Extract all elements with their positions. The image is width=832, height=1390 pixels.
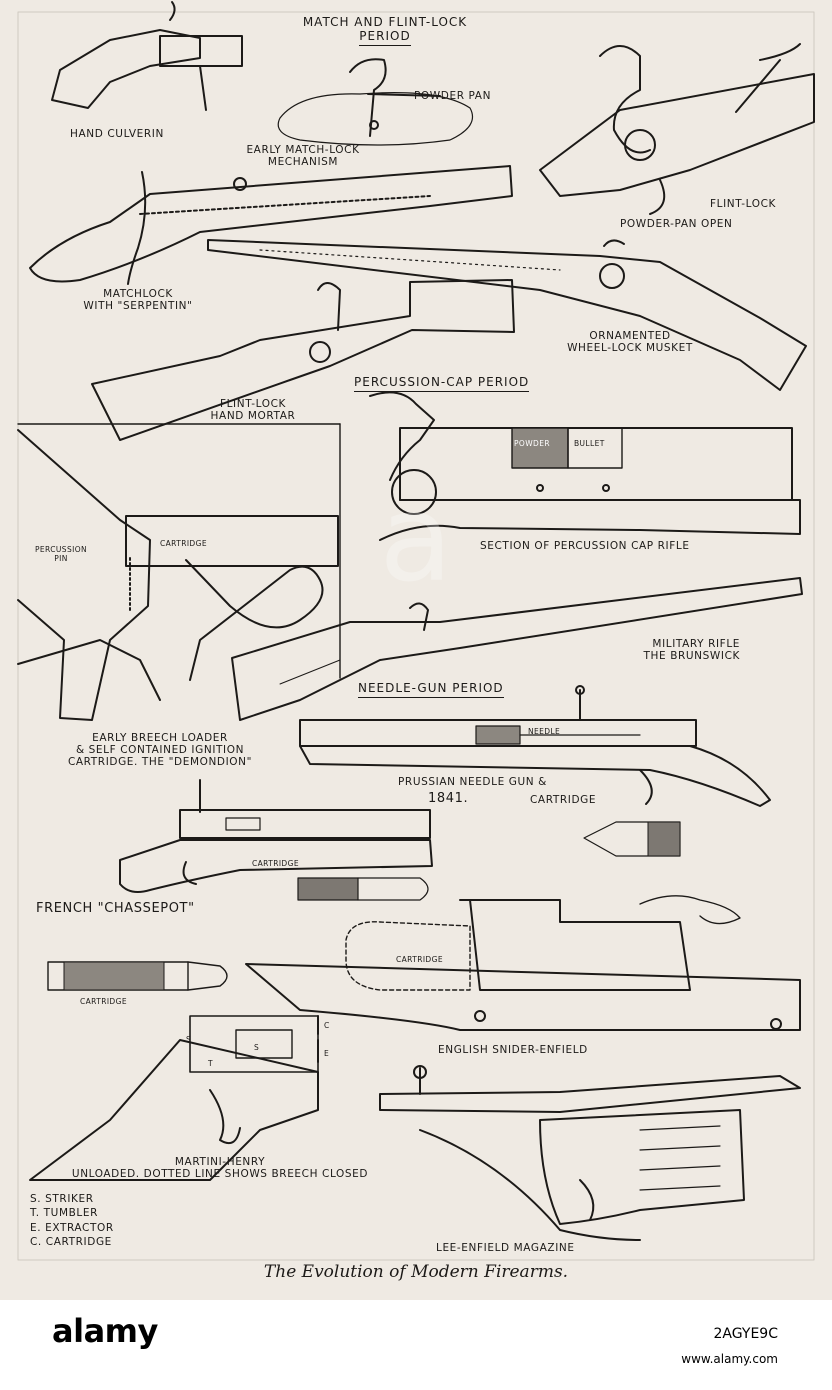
label-early-matchlock-1: EARLY MATCH-LOCK [246, 144, 360, 156]
label-early-breech: EARLY BREECH LOADER & SELF CONTAINED IGN… [30, 732, 290, 768]
label-snider-cartridge: CARTRIDGE [396, 955, 443, 964]
label-percussion-pin: PERCUSSION PIN [26, 545, 96, 563]
label-matchlock-serpentin: MATCHLOCK WITH "SERPENTIN" [28, 288, 248, 312]
flint-lock-mortar-drawing [91, 279, 515, 441]
breech-loader-demondion-drawing [17, 429, 339, 721]
percussion-cap-section-drawing [369, 391, 801, 541]
label-prussian-1: PRUSSIAN NEEDLE GUN & [398, 776, 547, 788]
label-lee-enfield: LEE-ENFIELD MAGAZINE [436, 1242, 575, 1254]
match-flint-heading: MATCH AND FLINT-LOCK PERIOD [260, 15, 510, 46]
illustration-plate: MATCH AND FLINT-LOCK PERIOD PERCUSSION-C… [17, 1, 815, 1282]
legend-tumbler: T. TUMBLER [30, 1207, 98, 1220]
firearms-drawings [17, 1, 815, 1261]
label-chassepot-cartridge: CARTRIDGE [252, 859, 299, 868]
label-powder-pan-open: POWDER-PAN OPEN [620, 218, 733, 230]
label-chassepot: FRENCH "CHASSEPOT" [36, 901, 195, 916]
needle-heading-text: NEEDLE-GUN PERIOD [358, 681, 504, 698]
label-powder-pan: POWDER PAN [414, 90, 492, 102]
label-mh-s1: S [186, 1035, 192, 1044]
label-flint-mortar: FLINT-LOCK HAND MORTAR [188, 398, 318, 422]
label-martini-1: MARTINI-HENRY [174, 1156, 266, 1168]
figure-caption: The Evolution of Modern Firearms. [263, 1262, 569, 1282]
chassepot-drawing [119, 779, 681, 901]
label-martini-2: UNLOADED. DOTTED LINE SHOWS BREECH CLOSE… [71, 1168, 369, 1181]
needle-gun-drawing [299, 685, 771, 807]
label-needle: NEEDLE [528, 727, 561, 736]
label-hand-culverin: HAND CULVERIN [70, 128, 164, 140]
label-martini: MARTINI-HENRY UNLOADED. DOTTED LINE SHOW… [20, 1156, 420, 1180]
wheel-lock-musket-drawing [207, 239, 807, 391]
label-early-breech-2: & SELF CONTAINED IGNITION [75, 744, 245, 757]
label-flint-mortar-1: FLINT-LOCK [219, 398, 287, 410]
label-percussion-pin-1: PERCUSSION [34, 545, 88, 554]
martini-legend: S. STRIKER T. TUMBLER E. EXTRACTOR C. CA… [30, 1192, 114, 1250]
matchlock-serpentin-drawing [29, 165, 513, 285]
label-bullet: BULLET [574, 439, 605, 448]
label-early-matchlock: EARLY MATCH-LOCK MECHANISM [228, 144, 378, 168]
brand-logo: alamy [52, 1312, 158, 1350]
needle-heading: NEEDLE-GUN PERIOD [358, 681, 504, 698]
label-military-rifle: MILITARY RIFLE THE BRUNSWICK [560, 638, 740, 662]
label-wheel-lock-1: ORNAMENTED [589, 330, 671, 342]
label-powder: POWDER [514, 439, 550, 448]
percussion-heading: PERCUSSION-CAP PERIOD [354, 375, 530, 392]
martini-henry-drawing [29, 1015, 319, 1181]
label-flint-mortar-2: HAND MORTAR [210, 410, 296, 423]
label-military-rifle-2: THE BRUNSWICK [643, 650, 740, 663]
label-early-matchlock-2: MECHANISM [267, 156, 339, 169]
lee-enfield-drawing [379, 1065, 801, 1241]
label-matchlock-serpentin-1: MATCHLOCK [103, 288, 173, 300]
label-mh-t: T [208, 1059, 213, 1068]
stock-footer-bar [0, 1300, 832, 1390]
brunswick-rifle-drawing [231, 577, 803, 721]
early-matchlock-drawing [277, 58, 474, 146]
label-wheel-lock-2: WHEEL-LOCK MUSKET [567, 342, 693, 355]
label-mh-s2: S [254, 1043, 260, 1052]
legend-cartridge: C. CARTRIDGE [30, 1236, 112, 1249]
label-early-breech-3: CARTRIDGE. THE "DEMONDION" [67, 756, 253, 769]
image-id: 2AGYE9C [713, 1326, 778, 1342]
legend-extractor: E. EXTRACTOR [30, 1221, 114, 1234]
label-mh-c: C [324, 1021, 330, 1030]
site-url: www.alamy.com [681, 1352, 778, 1366]
label-prussian-2: 1841. [428, 791, 469, 806]
label-prussian-3: CARTRIDGE [530, 794, 597, 806]
percussion-heading-text: PERCUSSION-CAP PERIOD [354, 375, 530, 392]
label-matchlock-serpentin-2: WITH "SERPENTIN" [83, 300, 193, 313]
snider-enfield-drawing [47, 895, 801, 1031]
label-military-rifle-1: MILITARY RIFLE [652, 638, 740, 650]
hand-culverin-drawing [51, 1, 243, 111]
label-flint-lock: FLINT-LOCK [710, 198, 777, 210]
match-flint-heading-line1: MATCH AND FLINT-LOCK [302, 15, 468, 29]
label-wheel-lock: ORNAMENTED WHEEL-LOCK MUSKET [550, 330, 710, 354]
flint-lock-drawing [539, 43, 815, 215]
label-snider-small-cartridge: CARTRIDGE [80, 997, 127, 1006]
label-mh-e: E [324, 1049, 330, 1058]
label-demondion-cartridge: CARTRIDGE [160, 539, 207, 548]
label-early-breech-1: EARLY BREECH LOADER [92, 732, 228, 744]
match-flint-heading-line2: PERIOD [359, 29, 411, 46]
label-section-percussion: SECTION OF PERCUSSION CAP RIFLE [480, 540, 690, 552]
legend-striker: S. STRIKER [30, 1193, 94, 1205]
label-snider: ENGLISH SNIDER-ENFIELD [438, 1044, 588, 1056]
label-percussion-pin-2: PIN [54, 553, 68, 563]
